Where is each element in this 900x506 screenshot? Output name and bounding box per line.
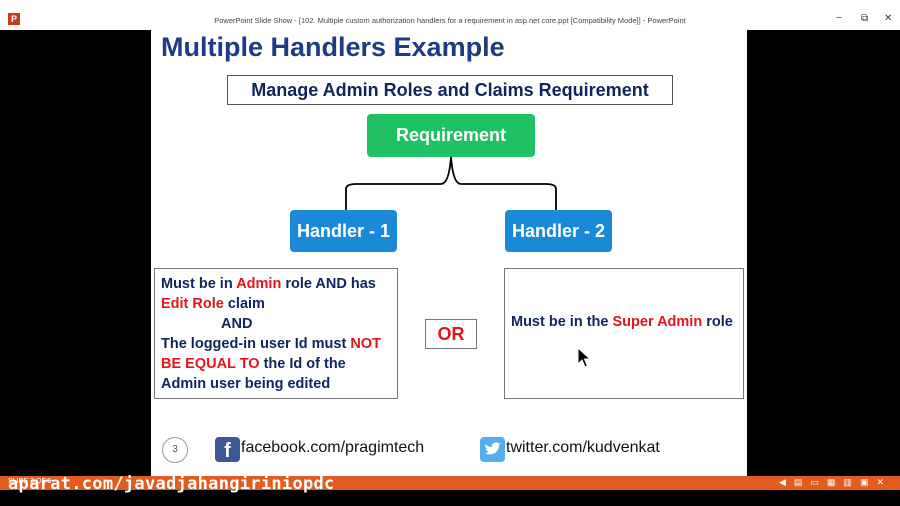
condition-text: claim bbox=[223, 296, 265, 312]
close-button[interactable]: ✕ bbox=[884, 13, 893, 24]
page-number: 3 bbox=[162, 437, 188, 463]
and-connector-text: AND bbox=[221, 316, 253, 332]
twitter-bird-icon bbox=[485, 442, 501, 455]
menu-icon[interactable]: ✕ bbox=[876, 477, 892, 487]
facebook-icon: f bbox=[215, 437, 240, 462]
status-bar: SLIDE 3 OF 9 ◀▤▭▦▥▣✕ bbox=[0, 476, 900, 490]
normal-view-icon[interactable]: ▭ bbox=[810, 477, 827, 487]
brace-connector bbox=[345, 157, 557, 210]
slide-title: Multiple Handlers Example bbox=[161, 32, 505, 62]
minimize-button[interactable]: − bbox=[836, 13, 842, 24]
condition-text: The logged-in user Id must bbox=[161, 336, 351, 352]
condition-emphasis: Admin bbox=[236, 276, 282, 292]
handler-1-box: Handler - 1 bbox=[290, 210, 397, 252]
condition-text: role bbox=[702, 314, 733, 330]
requirement-box: Requirement bbox=[367, 114, 535, 157]
mouse-cursor-icon bbox=[577, 347, 591, 368]
condition-text: Must be in bbox=[161, 276, 237, 292]
slide-subtitle: Manage Admin Roles and Claims Requiremen… bbox=[227, 75, 673, 105]
condition-emphasis: Super Admin bbox=[612, 314, 703, 330]
slide[interactable]: Multiple Handlers Example Manage Admin R… bbox=[151, 30, 747, 476]
handler-2-condition: Must be in the Super Admin role bbox=[504, 268, 744, 399]
condition-text: Must be in the bbox=[511, 314, 613, 330]
powerpoint-app-icon: P bbox=[8, 13, 20, 25]
condition-text: role AND has bbox=[281, 276, 376, 292]
or-label: OR bbox=[425, 319, 477, 349]
view-controls: ◀▤▭▦▥▣✕ bbox=[779, 477, 892, 488]
prev-icon[interactable]: ◀ bbox=[778, 477, 794, 487]
condition-emphasis: NOT BE EQUAL TO bbox=[161, 336, 381, 372]
reading-view-icon[interactable]: ▥ bbox=[843, 477, 860, 487]
handler-1-condition: Must be in Admin role AND has Edit Role … bbox=[154, 268, 398, 399]
twitter-link-text: twitter.com/kudvenkat bbox=[506, 439, 660, 456]
slide-indicator: SLIDE 3 OF 9 bbox=[8, 478, 52, 485]
window-title: PowerPoint Slide Show - [102. Multiple c… bbox=[214, 16, 686, 25]
twitter-icon bbox=[480, 437, 505, 462]
condition-text: the Id of the Admin user being edited bbox=[161, 356, 346, 392]
handler-2-box: Handler - 2 bbox=[505, 210, 612, 252]
restore-button[interactable]: ⧉ bbox=[861, 13, 869, 24]
facebook-link-text: facebook.com/pragimtech bbox=[241, 439, 425, 456]
slideshow-icon[interactable]: ▣ bbox=[859, 477, 877, 487]
window-titlebar: P PowerPoint Slide Show - [102. Multiple… bbox=[0, 0, 900, 30]
slide-sorter-icon[interactable]: ▦ bbox=[826, 477, 844, 487]
condition-emphasis: Edit Role bbox=[161, 296, 224, 312]
notes-icon[interactable]: ▤ bbox=[793, 477, 811, 487]
watermark-text: aparat.com/javadjahangiriniopdc bbox=[8, 474, 335, 494]
